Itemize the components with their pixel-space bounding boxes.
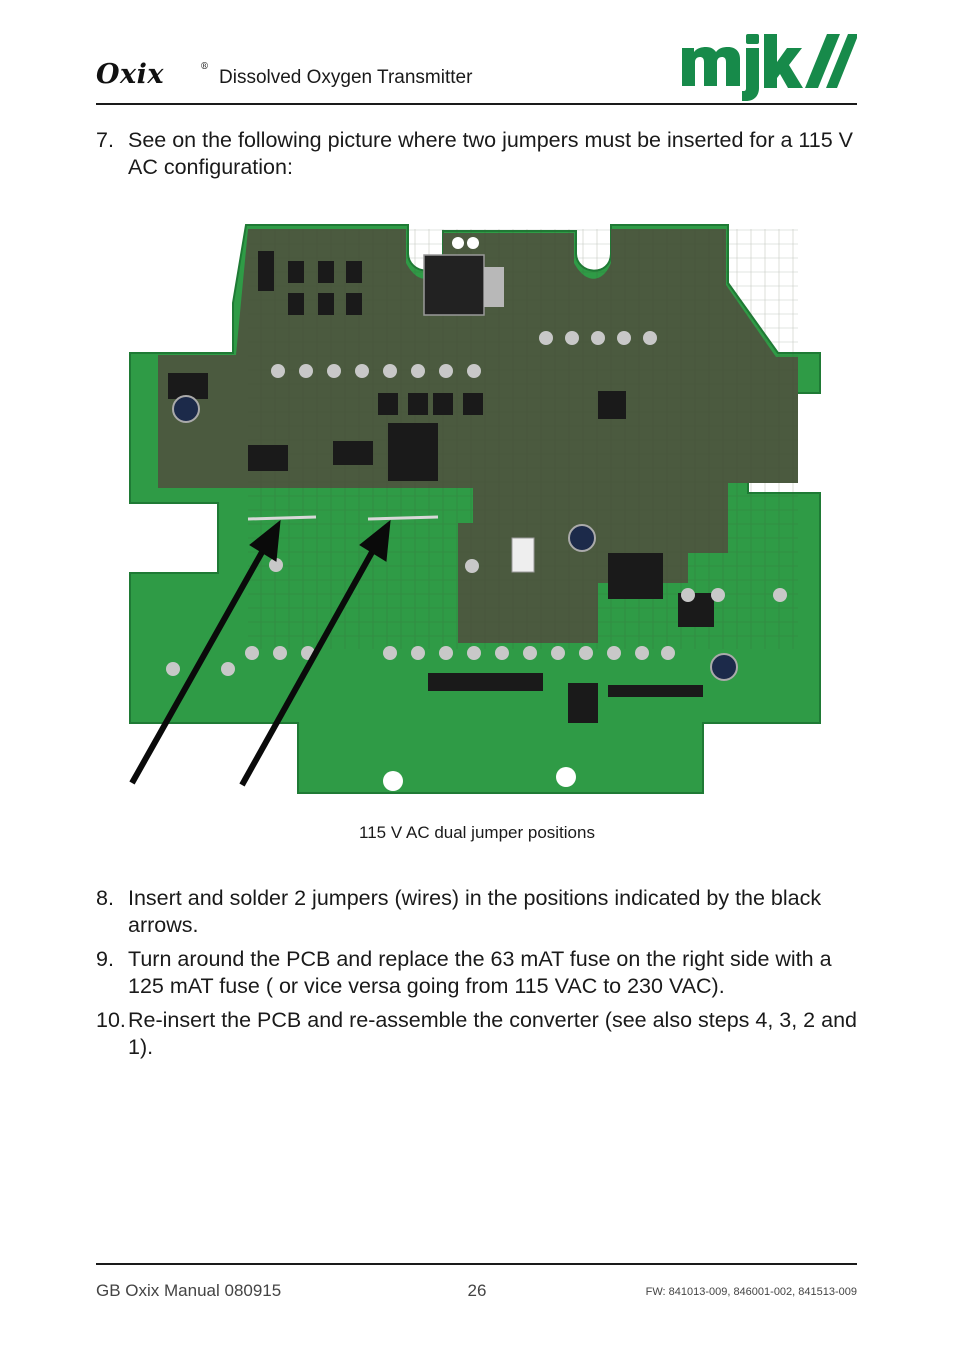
arrow-left-head-icon <box>249 519 281 562</box>
figure-caption: 115 V AC dual jumper positions <box>359 823 595 842</box>
step-number: 10. <box>96 1008 126 1032</box>
arrow-left <box>129 543 269 785</box>
footer-firmware: FW: 841013-009, 846001-002, 841513-009 <box>645 1286 857 1298</box>
footer-manual-id: GB Oxix Manual 080915 <box>96 1281 282 1300</box>
arrow-right <box>239 543 379 787</box>
step-text: See on the following picture where two j… <box>128 128 854 179</box>
footer-rule <box>96 1263 857 1265</box>
jumper-arrows <box>129 519 391 787</box>
step-text: Re-insert the PCB and re-assemble the co… <box>128 1008 857 1059</box>
pcb-photo <box>129 224 821 794</box>
page-number: 26 <box>467 1281 487 1300</box>
step-9: 9. Turn around the PCB and replace the 6… <box>96 946 858 1000</box>
registered-mark: ® <box>200 62 210 72</box>
step-number: 7. <box>96 128 114 152</box>
header-rule <box>96 103 857 105</box>
step-number: 9. <box>96 947 114 971</box>
step-text: Insert and solder 2 jumpers (wires) in t… <box>128 886 822 937</box>
step-10: 10. Re-insert the PCB and re-assemble th… <box>96 1007 858 1061</box>
oxix-wordmark: Oxix <box>96 59 164 90</box>
mjk-logo-icon <box>682 34 857 101</box>
step-7: 7. See on the following picture where tw… <box>96 127 858 181</box>
step-8: 8. Insert and solder 2 jumpers (wires) i… <box>96 885 858 939</box>
step-text: Turn around the PCB and replace the 63 m… <box>128 947 832 998</box>
header-title: Dissolved Oxygen Transmitter <box>219 67 473 88</box>
step-number: 8. <box>96 886 114 910</box>
arrow-right-head-icon <box>359 519 391 562</box>
